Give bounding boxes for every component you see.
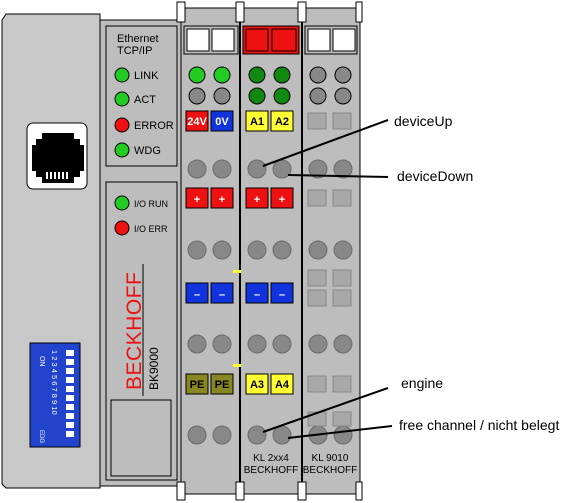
io-run-label: I/O RUN xyxy=(134,199,168,209)
io-err-led xyxy=(114,220,130,236)
device-down-leader xyxy=(287,174,389,178)
terminal-device-up[interactable] xyxy=(247,159,267,179)
protocol-line2: TCP/IP xyxy=(117,45,152,57)
terminal-engine[interactable] xyxy=(247,425,267,445)
terminal-label-a4 xyxy=(270,373,294,395)
terminal-label-pe-1 xyxy=(185,373,209,395)
terminal-label-a1 xyxy=(245,110,269,132)
engine-label: engine xyxy=(401,375,443,391)
terminal-label-a2-text: A2 xyxy=(275,116,289,128)
wdg-led xyxy=(114,142,130,158)
link-led-label: LINK xyxy=(134,70,159,82)
terminal-free-channel[interactable] xyxy=(272,425,292,445)
kl2xx4-brand: BECKHOFF xyxy=(244,465,298,476)
terminal-label-24v-text: 24V xyxy=(187,116,207,128)
terminal-label-0v xyxy=(210,110,234,132)
minus-label-1: – xyxy=(194,289,200,301)
terminal-label-pe-1-text: PE xyxy=(190,379,205,391)
annotations: deviceUp deviceDown engine free channel … xyxy=(262,113,559,439)
device-down-label: deviceDown xyxy=(397,168,473,184)
terminal-label-a3-text: A3 xyxy=(250,379,264,391)
kl2xx4-name: KL 2xx4 xyxy=(253,453,289,464)
terminal-label-a3 xyxy=(245,373,269,395)
plus-label-4: + xyxy=(279,194,285,206)
kl2xx4-led-2 xyxy=(273,66,291,84)
kl2xx4-led-4 xyxy=(273,87,291,105)
dip-switch[interactable]: ON 1 2 3 4 5 6 7 8 9 10 EDG xyxy=(29,342,81,448)
minus-label-4: – xyxy=(279,289,285,301)
plus-label-3: + xyxy=(254,194,260,206)
terminal-label-a2 xyxy=(270,110,294,132)
ethernet-port-icon[interactable] xyxy=(26,122,88,190)
kl9010-brand: BECKHOFF xyxy=(303,465,357,476)
free-channel-label: free channel / nicht belegt xyxy=(399,417,559,433)
terminal-label-a1-text: A1 xyxy=(250,116,264,128)
kl2xx4-led-1 xyxy=(248,66,266,84)
terminal-label-pe-2 xyxy=(210,373,234,395)
protocol-line1: Ethernet xyxy=(117,33,159,45)
act-led xyxy=(114,91,130,107)
dip-numbers: 1 2 3 4 5 6 7 8 9 10 xyxy=(50,350,59,415)
plus-label-2: + xyxy=(219,194,225,206)
io-err-label: I/O ERR xyxy=(134,224,168,234)
power-led-2 xyxy=(213,66,231,84)
power-led-1 xyxy=(188,66,206,84)
device-up-leader xyxy=(262,119,389,167)
terminal-label-24v xyxy=(185,110,209,132)
coupler-slot xyxy=(110,399,172,477)
minus-label-3: – xyxy=(254,289,260,301)
plus-label-1: + xyxy=(194,194,200,206)
model-label: BK9000 xyxy=(147,347,161,390)
kl2xx4-led-3 xyxy=(248,87,266,105)
kl9010-name: KL 9010 xyxy=(312,453,349,464)
error-led-label: ERROR xyxy=(134,120,174,132)
terminal-label-0v-text: 0V xyxy=(215,116,229,128)
status-led-panel xyxy=(105,25,178,167)
terminal-label-a4-text: A4 xyxy=(275,379,290,391)
error-led xyxy=(114,117,130,133)
terminal-rail: 24V 0V A1 A2 xyxy=(176,1,363,501)
device-up-label: deviceUp xyxy=(394,113,453,129)
dip-edg-label: EDG xyxy=(38,430,44,443)
free-channel-leader xyxy=(287,425,393,439)
wdg-led-label: WDG xyxy=(134,145,161,157)
io-run-led xyxy=(114,195,130,211)
act-led-label: ACT xyxy=(134,94,156,106)
link-led xyxy=(114,67,130,83)
dip-on-label: ON xyxy=(38,356,45,367)
terminal-label-pe-2-text: PE xyxy=(215,379,230,391)
minus-label-2: – xyxy=(219,289,225,301)
engine-leader xyxy=(262,387,389,433)
brand-logo: BECKHOFF xyxy=(123,272,146,390)
bus-coupler: Ethernet TCP/IP LINK ACT ERROR WDG I/O R… xyxy=(1,13,183,489)
